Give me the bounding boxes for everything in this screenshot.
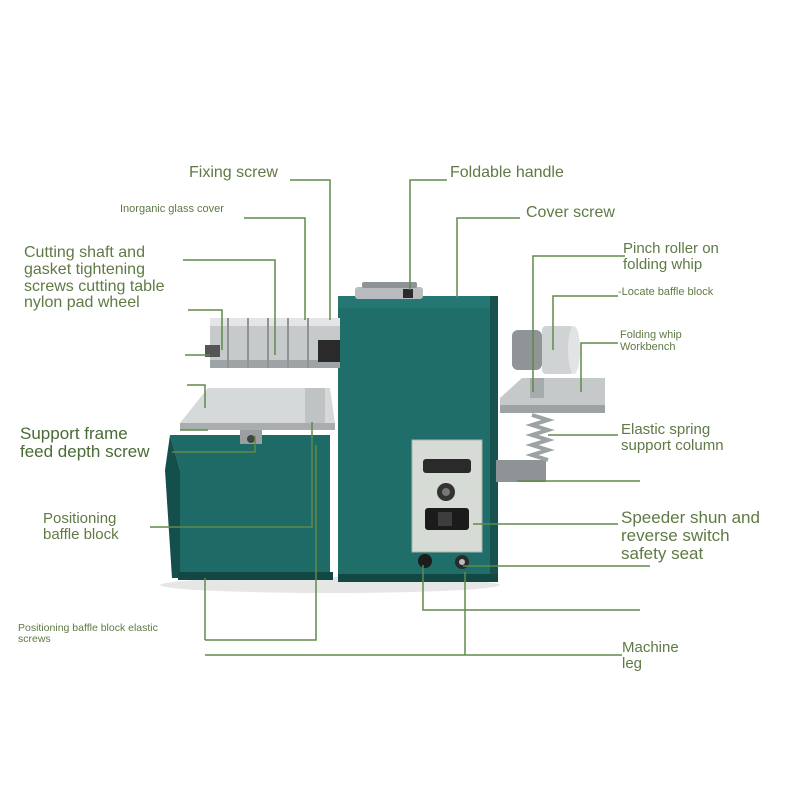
- cutting-shaft: [205, 318, 340, 368]
- leader-fixing-screw: [290, 179, 331, 320]
- label-inorganic-glass-cover: Inorganic glass cover: [120, 203, 224, 215]
- leader-feed-depth: [172, 436, 256, 453]
- cutting-table: [180, 388, 335, 444]
- machine-illustration: [160, 282, 605, 593]
- label-cover-screw: Cover screw: [526, 204, 615, 221]
- label-fixing-screw: Fixing screw: [189, 164, 278, 181]
- label-foldable-handle: Foldable handle: [450, 164, 564, 181]
- label-locate-baffle-block: -Locate baffle block: [618, 286, 714, 298]
- lower-body: [165, 435, 333, 580]
- label-machine-leg: Machine leg: [622, 639, 679, 672]
- leader-foldable-handle: [409, 179, 447, 290]
- leader-glass-cover: [244, 217, 306, 320]
- leader-positioning-baffle: [150, 422, 313, 528]
- label-positioning-baffle-block: Positioning baffle block: [43, 510, 119, 543]
- leader-locate-baffle: [552, 295, 618, 350]
- leader-workbench: [580, 342, 618, 392]
- leader-leg-a: [422, 565, 640, 611]
- leader-table-nylon: [188, 309, 223, 350]
- foldable-handle-part: [355, 282, 423, 299]
- leader-left-mid: [187, 384, 206, 408]
- control-panel: [411, 439, 483, 569]
- label-elastic-spring: Elastic spring support column: [621, 421, 724, 454]
- folding-workbench: [500, 326, 605, 413]
- label-speeder-switch: Speeder shun and reverse switch safety s…: [621, 508, 760, 563]
- label-folding-whip-workbench: Folding whip Workbench: [620, 329, 682, 353]
- label-support-frame: Support frame feed depth screw: [20, 424, 150, 461]
- label-cutting-shaft: Cutting shaft and gasket tightening scre…: [24, 244, 165, 312]
- label-pinch-roller: Pinch roller on folding whip: [623, 240, 719, 273]
- leader-baffle-elastic-a: [205, 445, 317, 641]
- label-positioning-baffle-block-elastic-screws: Positioning baffle block elastic screws: [18, 622, 158, 646]
- leader-lines: [150, 179, 650, 656]
- leader-cover-screw: [456, 217, 520, 298]
- leader-cutting-shaft: [183, 259, 276, 355]
- spring-column: [496, 413, 555, 482]
- leader-pinch-roller: [532, 255, 625, 392]
